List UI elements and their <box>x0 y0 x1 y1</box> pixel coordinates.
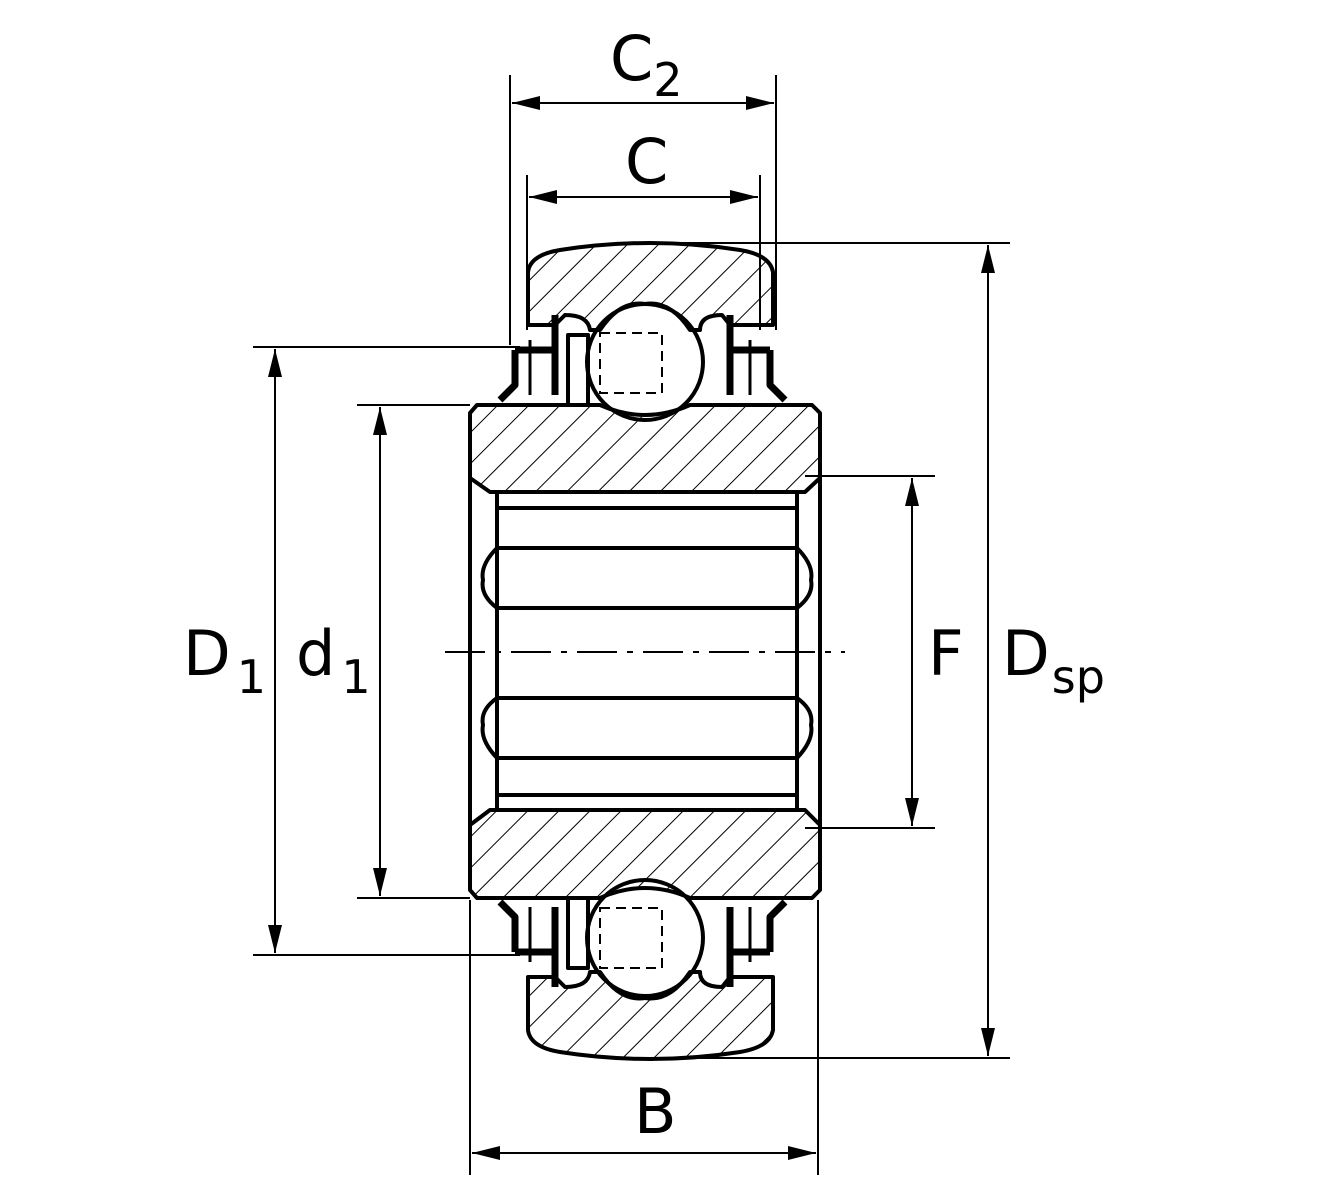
label-b: B <box>634 1075 677 1148</box>
extension-lines <box>253 75 1010 1175</box>
outer-ring-bottom <box>526 970 775 1061</box>
inner-ring-bottom <box>468 808 822 900</box>
inner-ring-bore <box>445 478 845 825</box>
dimension-lines <box>268 96 995 1160</box>
ball-bottom <box>566 878 705 998</box>
outer-ring-top <box>526 241 775 332</box>
label-c2: C2 <box>610 22 683 107</box>
label-f: F <box>928 617 964 690</box>
ball-top <box>566 302 705 422</box>
label-dsp: Dsp <box>1002 617 1105 704</box>
seals <box>497 315 788 987</box>
label-c: C <box>625 125 668 198</box>
